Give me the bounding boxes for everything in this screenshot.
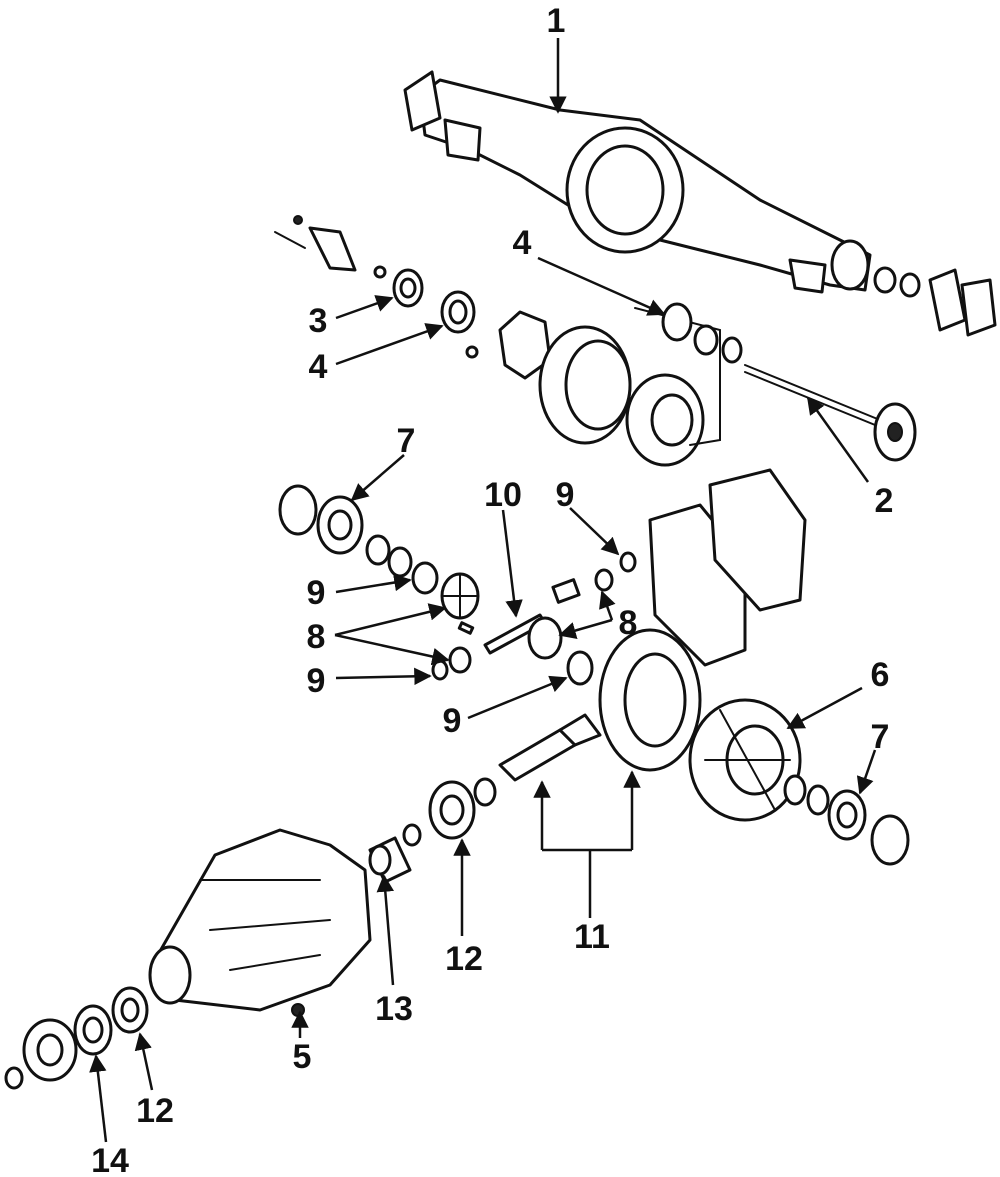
bearing-3 — [392, 268, 424, 308]
axle-housing — [403, 70, 872, 294]
bearing-7-lower — [783, 774, 910, 866]
callout-4-left: 4 — [309, 348, 328, 386]
callout-14: 14 — [91, 1142, 129, 1177]
callouts: 1 2 3 4 4 5 6 7 7 8 8 9 9 9 9 10 11 12 1… — [91, 2, 893, 1177]
callout-4-right: 4 — [513, 224, 532, 262]
callout-5: 5 — [293, 1038, 312, 1076]
callout-1: 1 — [547, 2, 566, 40]
callout-12-lower: 12 — [136, 1092, 174, 1130]
callout-2: 2 — [875, 482, 894, 520]
callout-10: 10 — [484, 476, 522, 514]
differential-gears — [411, 551, 637, 686]
callout-7-lower: 7 — [871, 718, 890, 756]
callout-7-upper: 7 — [397, 422, 416, 460]
callout-9-lower-left: 9 — [307, 662, 326, 700]
seal-4-left — [440, 290, 476, 334]
callout-9-upper-right: 9 — [556, 476, 575, 514]
sensor — [274, 215, 387, 279]
pinion-bearing-upper — [402, 777, 497, 847]
callout-8-left: 8 — [307, 618, 326, 656]
callout-13: 13 — [375, 990, 413, 1028]
ring-and-pinion — [498, 628, 702, 782]
callout-9-upper-left: 9 — [307, 574, 326, 612]
bearing-4-right — [661, 302, 743, 364]
callout-12-upper: 12 — [445, 940, 483, 978]
callout-3: 3 — [309, 302, 328, 340]
carrier-housing — [148, 828, 372, 1017]
differential-case — [688, 698, 802, 822]
differential-cover — [648, 468, 807, 667]
collapsible-spacer — [368, 836, 412, 884]
callout-9-lower-mid: 9 — [443, 702, 462, 740]
callout-11: 11 — [574, 918, 610, 956]
callout-8-right: 8 — [619, 604, 638, 642]
leader-lines — [89, 38, 877, 1143]
right-end-bearings — [873, 266, 997, 337]
pinion-front-parts — [4, 986, 149, 1090]
callout-6: 6 — [871, 656, 890, 694]
brake-drum-group — [465, 307, 721, 467]
bearing-7-upper — [278, 484, 413, 578]
axle-shaft — [744, 364, 917, 462]
